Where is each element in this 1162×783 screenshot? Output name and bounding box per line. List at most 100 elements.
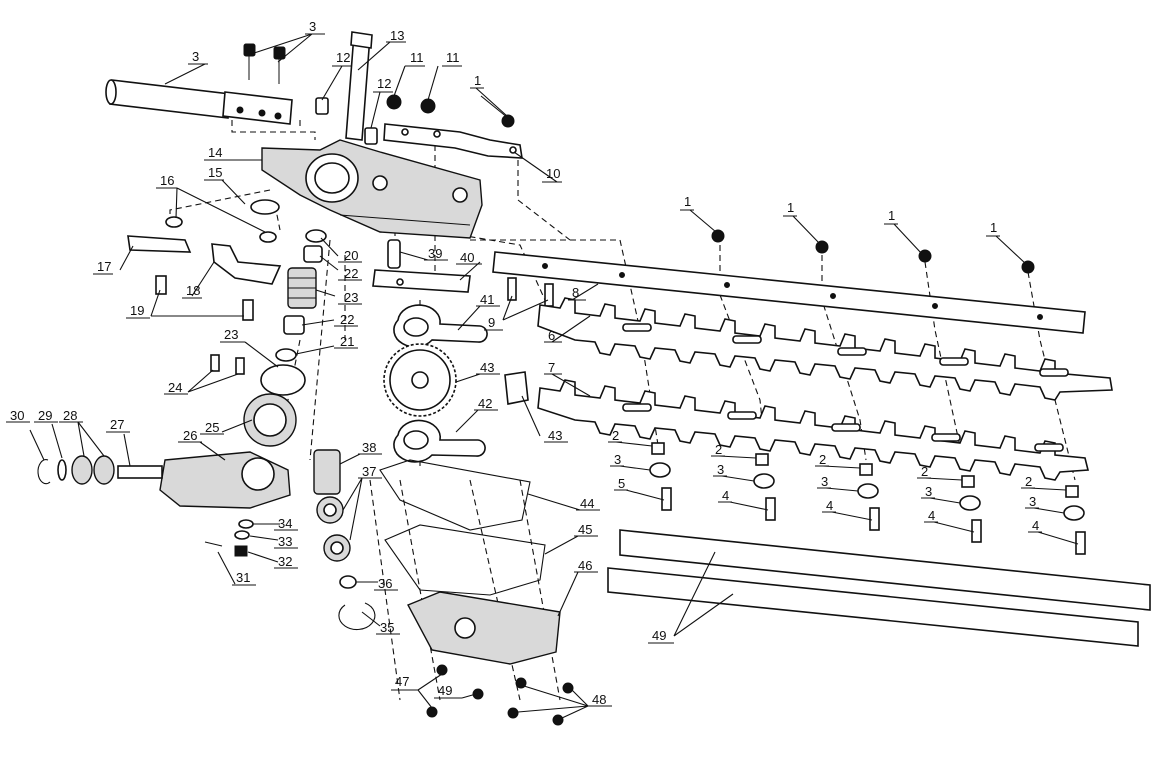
part-35-washer [234, 530, 250, 540]
callout-37: 35 [380, 620, 394, 635]
callout-33: 31 [236, 570, 250, 585]
callout-14: 3 [309, 19, 316, 34]
part-36-washer [238, 519, 254, 529]
part-33-screw [204, 541, 223, 547]
part-50-screw [472, 688, 484, 700]
callout-2-c: 2 [819, 452, 826, 467]
callout-27: 25 [205, 420, 219, 435]
part-8-blade-bar [492, 251, 1086, 334]
part-21-screws [155, 275, 254, 321]
callout-43-b: 42 [478, 396, 492, 411]
callout-21: 19 [130, 303, 144, 318]
callout-46: 44 [580, 496, 594, 511]
callout-4-c: 4 [928, 508, 935, 523]
part-46-gasket [379, 459, 531, 531]
part-9-bolts [507, 277, 554, 307]
callout-12-a: 12 [336, 50, 350, 65]
callout-1-d: 1 [888, 208, 895, 223]
callout-13: 13 [390, 28, 404, 43]
callout-9: 9 [488, 315, 495, 330]
callout-12-b: 12 [377, 76, 391, 91]
part-1-nuts [711, 229, 1035, 274]
callout-45: 43 [548, 428, 562, 443]
part-47-plate [384, 524, 546, 596]
callout-17: 15 [208, 165, 222, 180]
callout-41: 39 [428, 246, 442, 261]
callout-11-a: 11 [410, 50, 424, 65]
callout-25: 23 [224, 327, 238, 342]
part-48-cover [407, 591, 561, 665]
callout-48: 46 [578, 558, 592, 573]
part-7-lower-blade [537, 379, 1090, 481]
part-28-clutch-housing [159, 451, 291, 509]
callout-4-b: 4 [826, 498, 833, 513]
callout-16: 14 [208, 145, 222, 160]
callout-20: 18 [186, 283, 200, 298]
part-6-upper-blade [537, 297, 1113, 401]
callout-35: 33 [278, 534, 292, 549]
callout-42: 40 [460, 250, 474, 265]
part-39-bearings [316, 496, 351, 562]
part-49-screws [426, 664, 574, 726]
callout-11-b: 11 [446, 50, 460, 65]
callout-31: 29 [38, 408, 52, 423]
callout-28: 26 [183, 428, 197, 443]
callout-23-a: 22 [344, 266, 358, 281]
callout-24: 23 [344, 290, 358, 305]
callout-3-d: 3 [925, 484, 932, 499]
callout-51: 49 [652, 628, 666, 643]
callout-3-e: 3 [1029, 494, 1036, 509]
part-32-circlip [37, 459, 51, 485]
callout-18: 16 [160, 173, 174, 188]
part-30-bearings [71, 455, 115, 485]
callout-30: 28 [63, 408, 77, 423]
part-34-nut [234, 545, 248, 557]
callout-1-e: 1 [990, 220, 997, 235]
part-17-clip [250, 199, 280, 215]
part-14-bolts [243, 43, 286, 84]
callout-2-b: 2 [715, 442, 722, 457]
part-15-handle-tube [105, 79, 293, 125]
part-12-bushings [315, 97, 378, 145]
callout-50: 49 [438, 683, 452, 698]
callout-49-a: 47 [395, 674, 409, 689]
part-44-main-gear [383, 343, 457, 417]
callout-3-b: 3 [717, 462, 724, 477]
callout-1-c: 1 [787, 200, 794, 215]
part-43-connecting-rods [393, 304, 488, 463]
part-45-block [504, 371, 529, 405]
part-13-shaft-pin [345, 31, 373, 141]
part-20-bracket [211, 243, 282, 285]
callout-1-a: 1 [474, 73, 481, 88]
part-31-washer [57, 459, 67, 481]
callout-34: 32 [278, 554, 292, 569]
part-40-pinion [313, 449, 341, 495]
callout-4-d: 4 [1032, 518, 1039, 533]
callout-2-e: 2 [1025, 474, 1032, 489]
callout-19: 17 [97, 259, 111, 274]
callout-23-b: 22 [340, 312, 354, 327]
callout-22-b: 21 [340, 334, 354, 349]
part-23-bearings [283, 245, 323, 335]
callout-labels: 3 3 13 12 12 11 11 1 10 14 15 16 17 18 1… [6, 19, 1042, 707]
part-38-ring [339, 575, 357, 589]
callout-3-a: 3 [614, 452, 621, 467]
part-29-shaft [117, 465, 163, 479]
callout-32: 30 [10, 408, 24, 423]
callout-40: 38 [362, 440, 376, 455]
callout-10: 10 [546, 166, 560, 181]
callout-47: 45 [578, 522, 592, 537]
part-19-bracket [127, 235, 192, 253]
callout-38: 36 [378, 576, 392, 591]
part-11-nuts [386, 94, 436, 114]
callout-5: 5 [618, 476, 625, 491]
part-10-link-arm [383, 114, 523, 159]
callout-36: 34 [278, 516, 292, 531]
leader-lines [29, 33, 1079, 719]
callout-4-a: 4 [722, 488, 729, 503]
callout-29: 27 [110, 417, 124, 432]
part-42-plate [372, 269, 471, 293]
callout-3-c: 3 [821, 474, 828, 489]
callout-2-a: 2 [612, 428, 619, 443]
